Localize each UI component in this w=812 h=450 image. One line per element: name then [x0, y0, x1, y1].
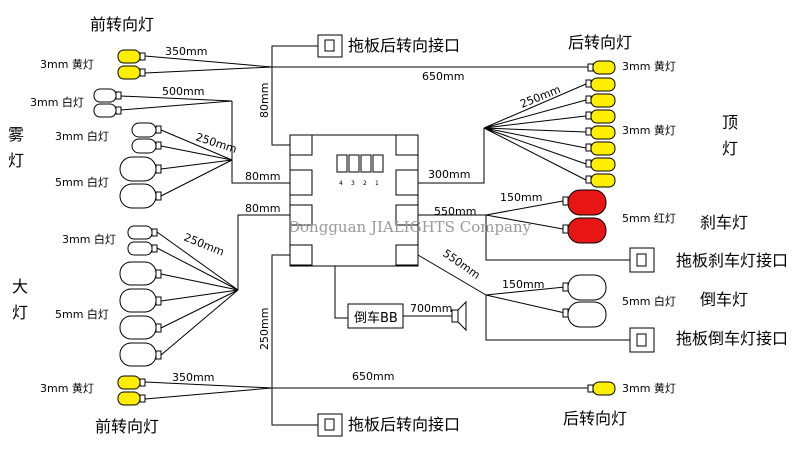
yellow-bulb [117, 375, 141, 390]
yellow-bulb [590, 93, 616, 108]
brake-label: 刹车灯 [700, 213, 748, 232]
dip-number: 2 [363, 180, 367, 187]
trailer-turn-bottom-label: 拖板后转向接口 [348, 415, 460, 434]
reverse-label: 倒车灯 [700, 290, 748, 309]
roof-label-2: 灯 [722, 139, 738, 158]
fog-spec-3mm-b: 3mm 白灯 [55, 129, 109, 143]
brake-spec: 5mm 红灯 [622, 212, 676, 225]
head-spec-3mm: 3mm 白灯 [62, 232, 116, 246]
rear-turn-top-group: 后转向灯 3mm 黄灯 [568, 33, 676, 75]
yellow-bulb [590, 173, 616, 188]
front-turn-bottom-label: 前转向灯 [95, 417, 159, 436]
brake-fan-length: 150mm [500, 191, 542, 204]
reverse-run-length: 550mm [440, 247, 482, 282]
bottom-vertical-length: 250mm [258, 308, 271, 350]
trailer-reverse-label: 拖板倒车灯接口 [676, 329, 788, 348]
rear-turn-bottom-spec: 3mm 黄灯 [622, 381, 676, 395]
yellow-bulb [590, 125, 616, 140]
control-box: 4 3 2 1 [289, 134, 419, 267]
yellow-bulb [117, 49, 141, 64]
yellow-bulb [592, 381, 616, 396]
head-label-2: 灯 [12, 303, 28, 322]
reverse-group: 150mm 5mm 白灯 倒车灯 拖板倒车灯接口 [485, 274, 788, 353]
dip-number: 1 [375, 180, 379, 187]
rear-turn-top-label: 后转向灯 [568, 33, 632, 52]
front-turn-top-spec: 3mm 黄灯 [40, 57, 94, 71]
rear-turn-bottom-group: 3mm 黄灯 后转向灯 [563, 381, 676, 428]
brake-run-length: 550mm [434, 205, 476, 218]
head-group: 大 灯 3mm 白灯 5mm 白灯 250mm [12, 214, 290, 367]
roof-group: 250mm 3mm 黄灯 顶 灯 [483, 77, 738, 188]
red-bulb [567, 189, 607, 216]
front-bottom-length: 350mm [172, 371, 214, 384]
head-spec-5mm: 5mm 白灯 [55, 307, 109, 321]
fog-spec-3mm-a: 3mm 白灯 [30, 95, 84, 109]
head-label-1: 大 [12, 277, 28, 296]
front-turn-top-group: 前转向灯 3mm 黄灯 350mm [40, 15, 273, 80]
front-top-length: 350mm [165, 45, 207, 58]
fog-spec-5mm: 5mm 白灯 [55, 175, 109, 189]
rear-turn-top-spec: 3mm 黄灯 [622, 59, 676, 73]
yellow-bulb [117, 391, 141, 406]
fog-length: 500mm [162, 85, 204, 98]
fog-group: 雾 灯 3mm 白灯 500mm 3mm 白灯 5mm 白灯 250mm [8, 85, 290, 209]
fog-label-2: 灯 [8, 151, 24, 170]
roof-run-length: 300mm [428, 168, 470, 181]
red-bulb [567, 217, 607, 244]
reverse-buzzer-label: 倒车BB [354, 310, 398, 326]
rear-turn-bottom-label: 后转向灯 [563, 409, 627, 428]
dip-number: 3 [351, 180, 355, 187]
reverse-buzzer-group: 倒车BB 700mm [334, 266, 467, 332]
box-head-length: 80mm [245, 202, 280, 215]
front-turn-top-label: 前转向灯 [90, 15, 154, 34]
roof-fan-length: 250mm [518, 83, 562, 111]
roof-spec: 3mm 黄灯 [622, 123, 676, 137]
dip-number: 4 [339, 180, 343, 187]
trailer-brake-label: 拖板刹车灯接口 [676, 251, 788, 270]
yellow-bulb [592, 60, 616, 75]
trailer-turn-top-group: 拖板后转向接口 [271, 34, 460, 67]
box-fog-length: 80mm [245, 170, 280, 183]
yellow-bulb [590, 109, 616, 124]
fog-label-1: 雾 [8, 125, 24, 144]
brake-group: 150mm 5mm 红灯 刹车灯 拖板刹车灯接口 [485, 189, 788, 273]
yellow-bulb [590, 77, 616, 92]
trailer-turn-bottom-group: 拖板后转向接口 [317, 413, 460, 437]
yellow-bulb [590, 157, 616, 172]
watermark: Dongguan JIALIGHTS Company [288, 218, 532, 236]
yellow-bulb [117, 65, 141, 80]
rear-bottom-length: 650mm [352, 370, 394, 383]
buzzer-length: 700mm [410, 302, 452, 315]
reverse-fan-length: 150mm [502, 278, 544, 291]
front-turn-bottom-spec: 3mm 黄灯 [40, 381, 94, 395]
trailer-top-length: 80mm [258, 83, 271, 118]
rear-top-length: 650mm [422, 70, 464, 83]
front-turn-bottom-group: 3mm 黄灯 350mm 前转向灯 [40, 371, 273, 436]
yellow-bulb [590, 141, 616, 156]
roof-label-1: 顶 [722, 113, 738, 132]
trailer-turn-top-label: 拖板后转向接口 [348, 36, 460, 55]
reverse-spec: 5mm 白灯 [622, 294, 676, 308]
speaker-icon [457, 300, 467, 332]
